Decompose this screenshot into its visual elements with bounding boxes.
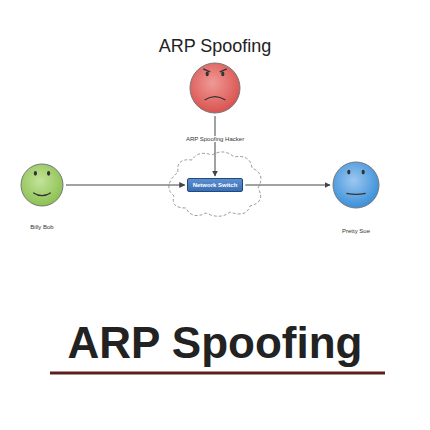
- eye: [47, 171, 50, 176]
- mouth: [205, 97, 226, 101]
- switch-box: Network Switch: [187, 178, 244, 192]
- eye: [221, 71, 224, 76]
- connector-arrow: [245, 185, 330, 186]
- head-shape: [21, 164, 63, 206]
- eye: [34, 171, 37, 176]
- diagram-title: ARP Spoofing: [159, 36, 272, 57]
- head-shape: [190, 63, 240, 113]
- mouth: [33, 193, 51, 196]
- person-circle: ARP Spoofing Hacker: [189, 62, 241, 114]
- person-circle: Pretty Sue: [332, 161, 380, 209]
- person-label: ARP Spoofing Hacker: [184, 136, 246, 142]
- eye: [347, 170, 350, 175]
- switch-label: Network Switch: [193, 182, 238, 188]
- eye: [206, 71, 209, 76]
- connector-arrow: [215, 116, 216, 176]
- face-icon: [189, 62, 241, 114]
- person-label: Billy Bob: [30, 224, 53, 230]
- underline-bar: [50, 372, 385, 375]
- mouth: [346, 193, 365, 194]
- connector-arrow: [66, 185, 185, 186]
- face-icon: [20, 163, 64, 207]
- person-circle: Billy Bob: [20, 163, 64, 207]
- diagram-caption: ARP Spoofing: [68, 318, 363, 368]
- face-icon: [332, 161, 380, 209]
- brow: [203, 69, 210, 72]
- brow: [220, 69, 227, 72]
- head-shape: [333, 162, 379, 208]
- person-label: Pretty Sue: [342, 228, 370, 234]
- eye: [362, 170, 365, 175]
